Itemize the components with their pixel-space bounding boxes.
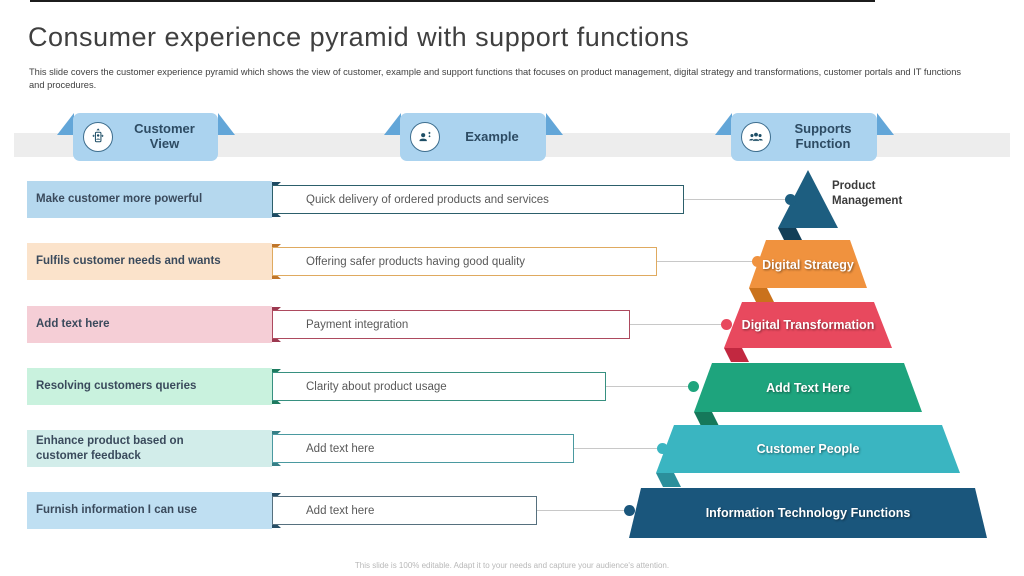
row-resolving-queries: Resolving customers queries Clarity abou… <box>27 368 997 405</box>
supports-group-icon <box>741 122 771 152</box>
connector-dot <box>785 194 796 205</box>
pyramid-label-product-management: Product Management <box>832 180 903 207</box>
pyramid-label-add-text-here: Add Text Here <box>766 381 850 395</box>
tab-fold-right <box>218 113 235 135</box>
example-cell: Offering safer products having good qual… <box>272 247 657 276</box>
top-accent-line <box>30 0 875 2</box>
example-cell: Quick delivery of ordered products and s… <box>272 185 684 214</box>
connector-line <box>684 199 791 200</box>
tab-label: Customer View <box>134 121 195 151</box>
pyramid-level-add-text-here <box>694 363 922 412</box>
tab-label: Example <box>465 128 519 144</box>
pyramid-fold <box>724 348 749 362</box>
customer-view-cell: Add text here <box>27 306 272 343</box>
footer-note: This slide is 100% editable. Adapt it to… <box>354 561 670 570</box>
page-title: Consumer experience pyramid with support… <box>28 22 690 52</box>
pyramid-level-digital-transformation <box>724 302 892 348</box>
customer-view-icon <box>83 122 113 152</box>
connector-line <box>630 324 727 325</box>
pyramid-graphic <box>629 170 987 538</box>
row-make-customer-powerful: Make customer more powerful Quick delive… <box>27 181 997 218</box>
tab-customer-view: Customer View <box>73 113 218 161</box>
example-cell: Add text here <box>272 496 537 525</box>
connector-dot <box>624 505 635 516</box>
row-add-text-here: Add text here Payment integration <box>27 306 997 343</box>
pyramid-label-customer-people: Customer People <box>756 442 860 456</box>
pyramid-label-digital-strategy: Digital Strategy <box>762 258 854 272</box>
row-enhance-product: Enhance product based on customer feedba… <box>27 430 997 467</box>
tab-label: Supports Function <box>794 121 852 151</box>
customer-view-cell: Furnish information I can use <box>27 492 272 529</box>
connector-line <box>606 386 694 387</box>
connector-dot <box>657 443 668 454</box>
pyramid-level-customer-people <box>656 425 960 473</box>
customer-view-cell: Fulfils customer needs and wants <box>27 243 272 280</box>
connector-line <box>657 261 758 262</box>
pyramid-label-it-functions: Information Technology Functions <box>705 506 911 520</box>
pyramid-level-product-management <box>778 170 838 228</box>
pyramid-fold <box>694 412 719 426</box>
pyramid-level-it-functions <box>629 488 987 538</box>
connector-dot <box>721 319 732 330</box>
customer-view-cell: Resolving customers queries <box>27 368 272 405</box>
example-cell: Clarity about product usage <box>272 372 606 401</box>
tab-fold-right <box>877 113 894 135</box>
row-furnish-information: Furnish information I can use Add text h… <box>27 492 997 529</box>
example-person-icon <box>410 122 440 152</box>
tab-supports-function: Supports Function <box>731 113 877 161</box>
pyramid-fold <box>749 288 774 302</box>
slide-subtitle: This slide covers the customer experienc… <box>29 67 962 91</box>
pyramid-fold <box>656 473 681 487</box>
connector-line <box>537 510 630 511</box>
tab-fold-left <box>715 113 732 135</box>
connector-dot <box>688 381 699 392</box>
pyramid-label-digital-transformation: Digital Transformation <box>741 318 875 332</box>
example-cell: Add text here <box>272 434 574 463</box>
tab-fold-left <box>57 113 74 135</box>
pyramid-fold <box>778 228 803 242</box>
tab-fold-left <box>384 113 401 135</box>
connector-dot <box>752 256 763 267</box>
row-fulfils-needs: Fulfils customer needs and wants Offerin… <box>27 243 997 280</box>
tab-example: Example <box>400 113 546 161</box>
example-cell: Payment integration <box>272 310 630 339</box>
tab-fold-right <box>546 113 563 135</box>
customer-view-cell: Make customer more powerful <box>27 181 272 218</box>
connector-line <box>574 448 663 449</box>
pyramid-level-digital-strategy <box>749 240 867 288</box>
customer-view-cell: Enhance product based on customer feedba… <box>27 430 272 467</box>
